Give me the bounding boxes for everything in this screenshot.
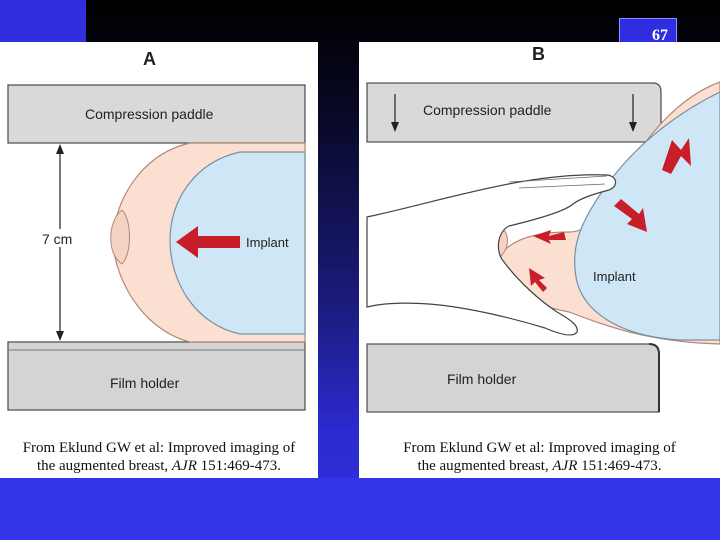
figure-panel-b: B Compression paddle Implant Film holder… — [359, 42, 720, 478]
diagram-a: A Compression paddle 7 cm Implant Film h… — [7, 49, 306, 411]
compression-paddle-label-b: Compression paddle — [423, 102, 552, 118]
caption-a: From Eklund GW et al: Improved imaging o… — [0, 439, 318, 475]
film-holder-a — [7, 341, 306, 411]
corner-accent-block — [0, 0, 86, 42]
panel-a-label: A — [143, 49, 156, 69]
compression-paddle-a — [7, 84, 306, 144]
caption-a-line1: From Eklund GW et al: Improved imaging o… — [22, 440, 296, 456]
diagram-b: B Compression paddle Implant Film holder — [366, 44, 720, 413]
film-holder-label-a: Film holder — [110, 375, 180, 391]
panel-b-label: B — [532, 44, 545, 64]
hand-b — [366, 174, 617, 336]
caption-b: From Eklund GW et al: Improved imaging o… — [359, 439, 720, 475]
caption-b-line2: the augmented breast, AJR 151:469-473. — [417, 458, 662, 474]
caption-b-line1: From Eklund GW et al: Improved imaging o… — [403, 440, 676, 456]
figure-panel-a: A Compression paddle 7 cm Implant Film h… — [0, 42, 318, 478]
measurement-label: 7 cm — [42, 231, 72, 247]
compression-paddle-label-a: Compression paddle — [85, 106, 214, 122]
caption-a-line2: the augmented breast, AJR 151:469-473. — [36, 458, 282, 474]
implant-label-a: Implant — [246, 235, 289, 250]
implant-label-b: Implant — [593, 269, 636, 284]
push-arrow-a — [176, 226, 240, 258]
push-arrow-lower — [529, 268, 547, 292]
nipple-a — [110, 209, 130, 265]
bottom-band — [0, 478, 720, 540]
expand-arrow-up — [662, 138, 691, 174]
push-arrow-upper — [533, 230, 566, 244]
film-holder-label-b: Film holder — [447, 371, 517, 387]
expand-arrow-right — [614, 199, 647, 232]
